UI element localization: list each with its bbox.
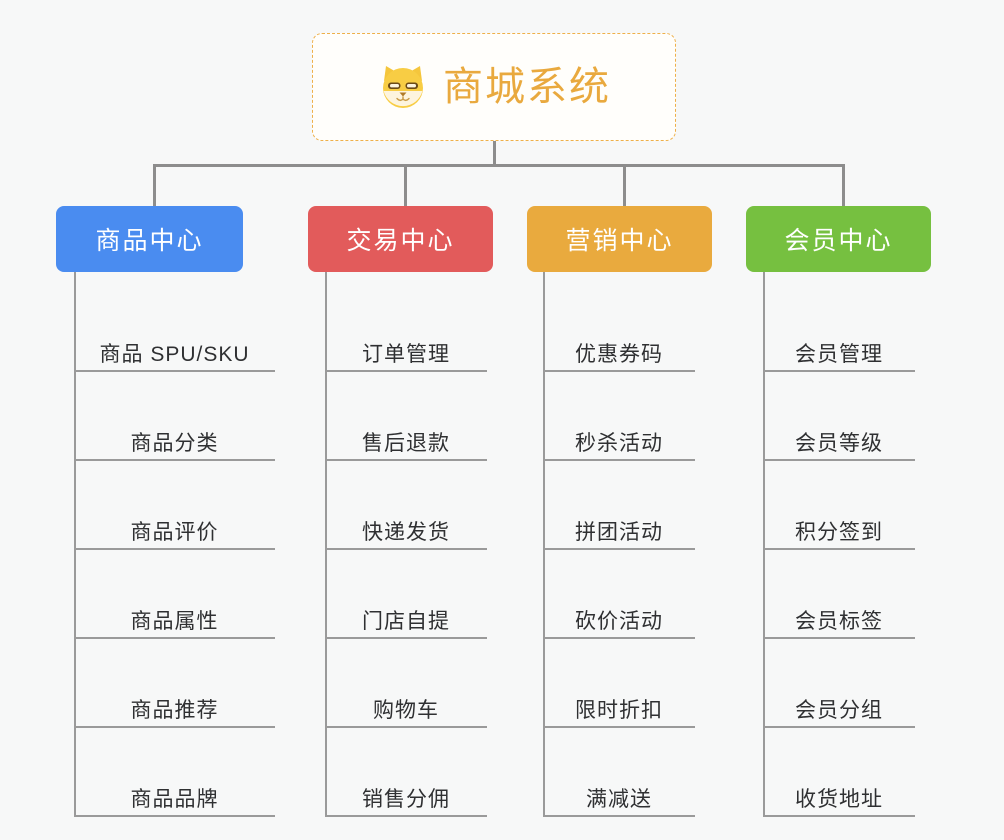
leaf-item-label: 拼团活动 — [575, 520, 663, 544]
spine-trade-center — [325, 272, 327, 817]
leaf-item-label: 积分签到 — [795, 520, 883, 544]
category-header-product-center[interactable]: 商品中心 — [56, 206, 243, 272]
leaf-item-label: 商品推荐 — [130, 698, 219, 722]
leaf-item-label: 商品评价 — [130, 520, 219, 544]
leaf-item[interactable]: 商品分类 — [74, 372, 275, 461]
leaf-item[interactable]: 商品推荐 — [74, 639, 275, 728]
category-header-trade-center[interactable]: 交易中心 — [308, 206, 493, 272]
leaf-item[interactable]: 收货地址 — [763, 728, 915, 817]
root-title: 商城系统 — [443, 65, 611, 109]
leaf-item[interactable]: 会员分组 — [763, 639, 915, 728]
leaf-item-label: 订单管理 — [362, 342, 450, 366]
leaf-item-label: 商品属性 — [130, 609, 219, 633]
leaf-item[interactable]: 秒杀活动 — [543, 372, 695, 461]
shiba-dog-icon — [383, 66, 423, 108]
leaf-item[interactable]: 商品评价 — [74, 461, 275, 550]
root-node[interactable]: 商城系统 — [312, 33, 676, 141]
leaf-item-label: 门店自提 — [362, 609, 450, 633]
leaf-item[interactable]: 购物车 — [325, 639, 487, 728]
spine-marketing-center — [543, 272, 545, 817]
spine-product-center — [74, 272, 76, 817]
leaf-item[interactable]: 售后退款 — [325, 372, 487, 461]
leaf-item-label: 快递发货 — [362, 520, 450, 544]
leaf-item[interactable]: 快递发货 — [325, 461, 487, 550]
leaf-item-label: 销售分佣 — [362, 787, 450, 811]
leaf-item[interactable]: 会员等级 — [763, 372, 915, 461]
leaf-item-label: 满减送 — [586, 787, 652, 811]
connector-to-trade-center — [404, 164, 407, 206]
connector-to-marketing-center — [623, 164, 626, 206]
leaf-item[interactable]: 会员管理 — [763, 283, 915, 372]
connector-to-member-center — [842, 164, 845, 206]
leaf-item-label: 会员标签 — [795, 609, 883, 633]
category-header-label: 会员中心 — [784, 227, 893, 255]
leaf-item[interactable]: 商品 SPU/SKU — [74, 283, 275, 372]
leaf-item-label: 会员管理 — [795, 342, 883, 366]
leaf-item[interactable]: 积分签到 — [763, 461, 915, 550]
leaf-item-label: 售后退款 — [362, 431, 450, 455]
leaf-item[interactable]: 订单管理 — [325, 283, 487, 372]
leaf-item-label: 商品 SPU/SKU — [99, 342, 250, 366]
leaf-item-label: 秒杀活动 — [575, 431, 663, 455]
spine-member-center — [763, 272, 765, 817]
leaf-item[interactable]: 满减送 — [543, 728, 695, 817]
leaf-item[interactable]: 砍价活动 — [543, 550, 695, 639]
leaf-item-label: 商品分类 — [130, 431, 219, 455]
category-header-label: 商品中心 — [95, 227, 204, 255]
leaf-item[interactable]: 销售分佣 — [325, 728, 487, 817]
leaf-item-label: 购物车 — [373, 698, 439, 722]
leaf-item-label: 限时折扣 — [575, 698, 663, 722]
leaf-item-label: 收货地址 — [795, 787, 883, 811]
connector-horizontal-bus — [153, 164, 845, 167]
leaf-item[interactable]: 优惠券码 — [543, 283, 695, 372]
leaf-item-label: 砍价活动 — [575, 609, 663, 633]
leaf-item-label: 会员等级 — [795, 431, 883, 455]
category-header-member-center[interactable]: 会员中心 — [746, 206, 931, 272]
leaf-item[interactable]: 商品属性 — [74, 550, 275, 639]
leaf-item[interactable]: 门店自提 — [325, 550, 487, 639]
leaf-item-label: 商品品牌 — [130, 787, 219, 811]
leaf-item[interactable]: 拼团活动 — [543, 461, 695, 550]
category-header-label: 交易中心 — [346, 227, 455, 255]
leaf-item[interactable]: 商品品牌 — [74, 728, 275, 817]
leaf-item[interactable]: 限时折扣 — [543, 639, 695, 728]
leaf-item[interactable]: 会员标签 — [763, 550, 915, 639]
connector-to-product-center — [153, 164, 156, 206]
leaf-item-label: 优惠券码 — [575, 342, 663, 366]
connector-root-stem — [493, 141, 496, 167]
category-header-marketing-center[interactable]: 营销中心 — [527, 206, 712, 272]
leaf-item-label: 会员分组 — [795, 698, 883, 722]
category-header-label: 营销中心 — [565, 227, 674, 255]
